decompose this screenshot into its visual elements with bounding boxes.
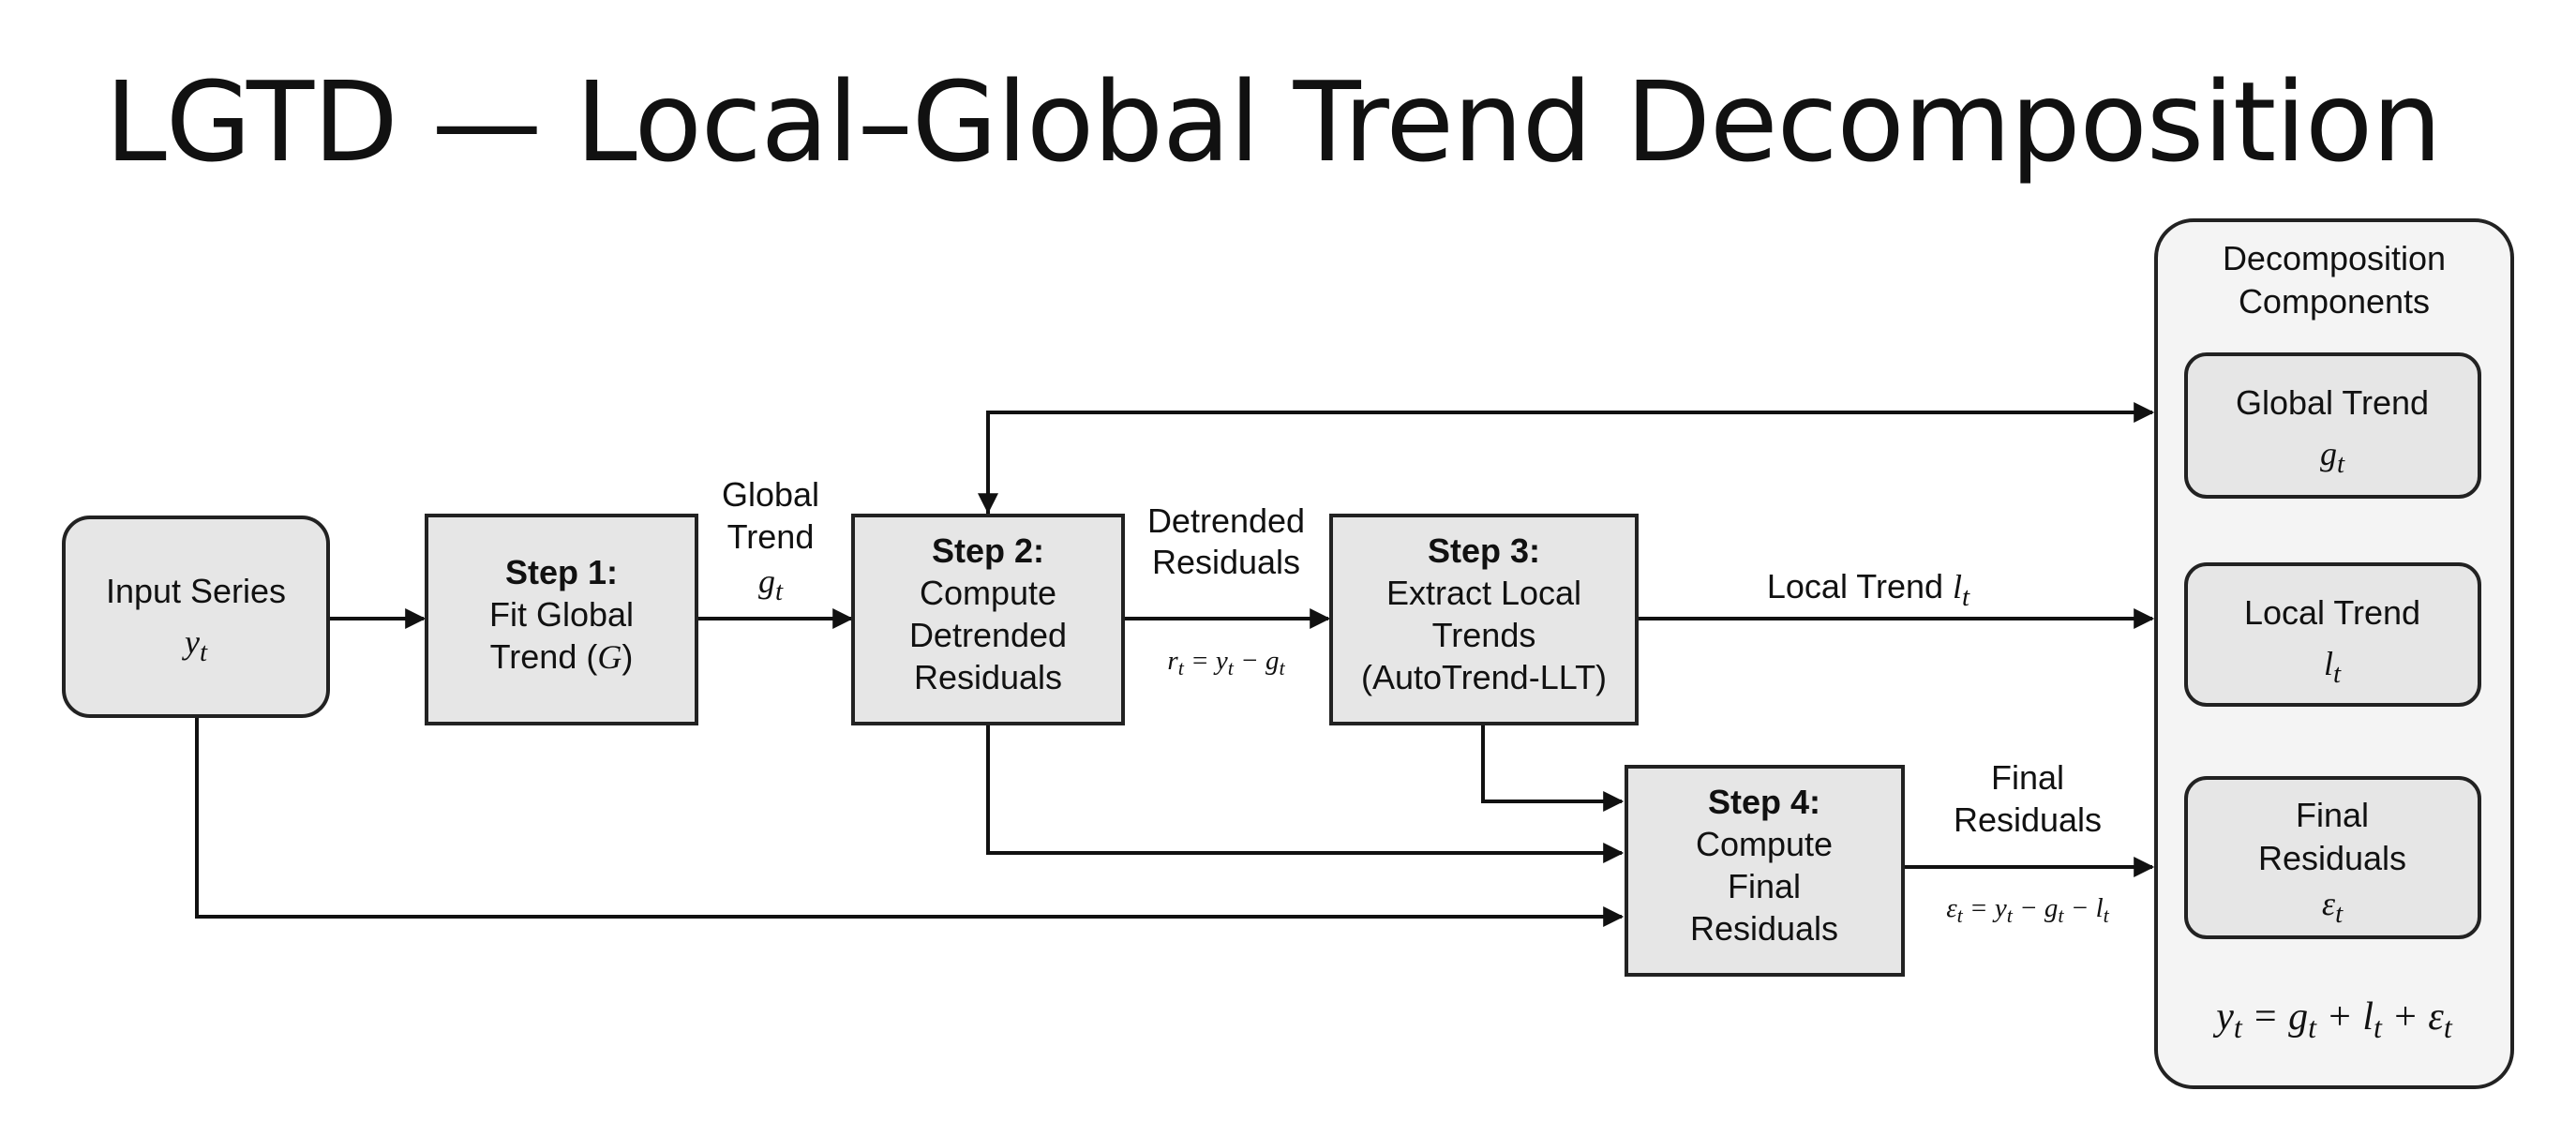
edge-global-line1: Global <box>722 475 819 514</box>
edge-detrended-line2: Residuals <box>1152 543 1300 581</box>
step1-line1: Fit Global <box>489 595 634 634</box>
input-series-label: Input Series <box>106 572 286 610</box>
step2-line3: Residuals <box>914 658 1062 696</box>
edge-global-line2: Trend <box>727 517 815 556</box>
step2-line1: Compute <box>920 574 1056 612</box>
step2-node: Step 2: Compute Detrended Residuals <box>851 514 1125 725</box>
decomposition-equation: yt = gt + lt + εt <box>2212 995 2453 1044</box>
step3-line3: (AutoTrend-LLT) <box>1361 658 1607 696</box>
edge-final-line2: Residuals <box>1954 800 2102 839</box>
component-global-trend: Global Trend gt <box>2184 352 2481 499</box>
components-heading-2: Components <box>2239 282 2430 321</box>
edge-global-math: gt <box>758 562 784 606</box>
edge-label-global-trend: Global Trend gt <box>722 475 819 606</box>
step4-node: Step 4: Compute Final Residuals <box>1625 765 1905 977</box>
step1-line2: Trend (G) <box>490 637 634 676</box>
component-local-trend: Local Trend lt <box>2184 562 2481 707</box>
step3-line1: Extract Local <box>1386 574 1581 612</box>
arrow-step2-to-step4 <box>986 724 1625 863</box>
step3-heading: Step 3: <box>1428 531 1540 570</box>
component-residual-line2: Residuals <box>2258 839 2406 877</box>
component-local-label: Local Trend <box>2244 593 2420 632</box>
arrow-feedback-loop <box>986 402 2155 514</box>
edge-local-trend: Local Trend lt <box>1767 567 1970 612</box>
step4-line3: Residuals <box>1690 909 1838 948</box>
edge-final-line1: Final <box>1991 758 2064 797</box>
page-title: LGTD — Local–Global Trend Decomposition <box>105 57 2442 187</box>
step4-line2: Final <box>1728 867 1801 905</box>
step4-line1: Compute <box>1696 825 1833 863</box>
components-heading-1: Decomposition <box>2223 239 2446 277</box>
edge-label-local-trend: Local Trend lt <box>1767 567 1970 612</box>
connectors <box>195 402 2155 927</box>
arrow-step3-to-step4 <box>1481 724 1625 812</box>
step1-node: Step 1: Fit Global Trend (G) <box>425 514 698 725</box>
edge-detrended-line1: Detrended <box>1147 501 1305 540</box>
edge-final-math: εt = yt − gt − lt <box>1946 893 2109 927</box>
edge-label-detrended: Detrended Residuals rt = yt − gt <box>1147 501 1305 680</box>
step2-heading: Step 2: <box>932 531 1044 570</box>
component-global-label: Global Trend <box>2236 383 2429 422</box>
step2-line2: Detrended <box>909 616 1067 654</box>
component-residual-line1: Final <box>2296 796 2369 834</box>
step4-heading: Step 4: <box>1708 783 1820 821</box>
input-series-node: Input Series yt <box>62 516 330 718</box>
edge-detrended-math: rt = yt − gt <box>1167 646 1285 680</box>
component-final-residuals: Final Residuals εt <box>2184 776 2481 939</box>
step1-heading: Step 1: <box>505 553 618 591</box>
arrow-input-to-step4 <box>195 717 1625 927</box>
step3-node: Step 3: Extract Local Trends (AutoTrend-… <box>1329 514 1639 725</box>
step3-line2: Trends <box>1432 616 1536 654</box>
edge-label-final-residuals: Final Residuals εt = yt − gt − lt <box>1946 758 2109 927</box>
components-panel: Decomposition Components Global Trend gt… <box>2154 218 2514 1089</box>
